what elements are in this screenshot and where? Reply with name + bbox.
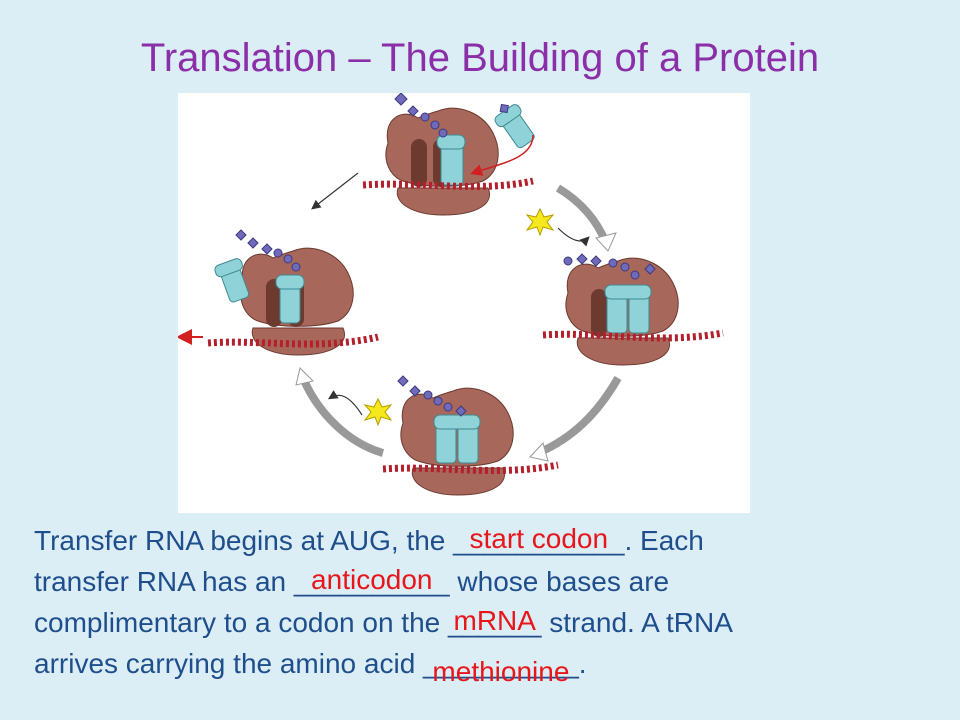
slide-title: Translation – The Building of a Protein [140,36,820,80]
incoming-trna-icon [494,103,535,149]
blank-start-codon: ___________start codon [453,520,624,561]
text-segment: strand. A tRNA [541,607,733,638]
translation-cycle-figure [178,93,750,513]
ribosome-complex-bottom [397,375,514,496]
answer-methionine: methionine [432,656,570,687]
ribosome-complex-left [214,229,354,356]
trna-icon [604,284,652,334]
amino-acid-chain-icon [563,253,656,280]
text-segment: arrives carrying the amino acid [34,648,424,679]
cycle-arrow-icon [311,172,359,210]
text-segment: whose bases are [449,566,670,597]
cycle-arrow-icon [536,376,622,457]
energy-arrow-icon [327,390,363,416]
mrna-strand-icon [382,461,559,474]
trna-icon [433,414,481,464]
ribosome-complex-right [563,253,679,366]
text-segment: . Each [624,525,704,556]
cycle-arrow-icon [595,232,617,252]
blank-line: __________ [423,648,579,679]
answer-anticodon: anticodon [311,564,433,595]
trna-icon [436,134,466,186]
mrna-strand-icon [207,333,379,348]
text-segment: Transfer RNA begins at AUG, the [34,525,454,556]
answer-mrna: mRNA [453,605,536,636]
translation-cycle-diagram [178,93,724,496]
answer-start-codon: start codon [469,523,609,554]
blank-line: __________ [293,566,450,597]
blank-methionine: __________methionine [423,643,579,687]
mrna-strand-icon [362,177,534,190]
energy-burst-icon [525,207,555,237]
paragraph-line-2: transfer RNA has an __________anticodon … [34,561,944,602]
trna-icon [275,274,305,324]
blank-line: ___________ [453,525,625,556]
amino-acid-chain-icon [397,375,467,417]
blank-anticodon: __________anticodon [294,561,450,602]
energy-arrow-icon [557,227,590,247]
ribosome-complex-top [385,93,535,216]
amino-acid-chain-icon [394,93,448,138]
cycle-arrow-icon [529,442,549,462]
text-segment: transfer RNA has an [34,566,294,597]
text-segment: . [578,648,587,679]
amino-acid-chain-icon [235,229,301,272]
paragraph-line-3: complimentary to a codon on the ______mR… [34,602,944,643]
energy-burst-icon [363,397,393,427]
paragraph-line-1: Transfer RNA begins at AUG, the ________… [34,520,944,561]
paragraph-line-4: arrives carrying the amino acid ________… [34,643,944,687]
fill-in-paragraph: Transfer RNA begins at AUG, the ________… [34,520,944,687]
cycle-arrow-icon [295,367,314,386]
text-segment: complimentary to a codon on the [34,607,449,638]
exiting-trna-icon [214,258,250,303]
blank-line: ______ [448,607,542,638]
blank-mrna: ______mRNA [448,602,541,643]
cycle-arrow-icon [299,376,385,457]
mrna-strand-icon [542,329,724,342]
